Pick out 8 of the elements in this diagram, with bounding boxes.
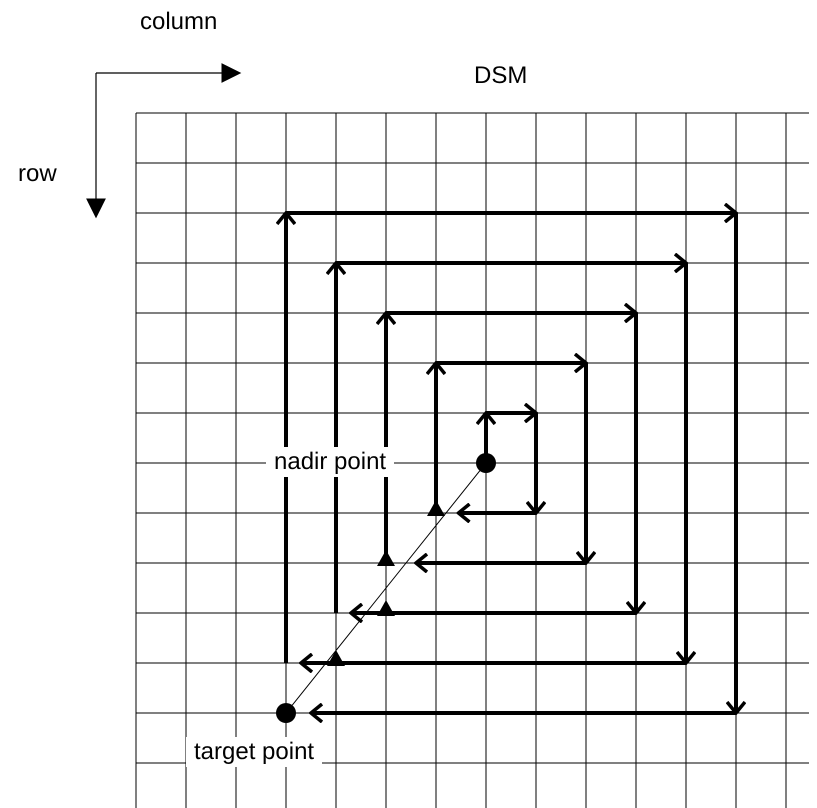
point-label: target point: [186, 737, 322, 767]
axis-label: column: [140, 8, 218, 36]
point-dot: [476, 453, 496, 473]
axis-label: row: [18, 160, 57, 188]
connecting-line: [292, 470, 480, 706]
point-dot: [276, 703, 296, 723]
axis-label: DSM: [474, 62, 528, 90]
point-label: nadir point: [266, 447, 394, 477]
